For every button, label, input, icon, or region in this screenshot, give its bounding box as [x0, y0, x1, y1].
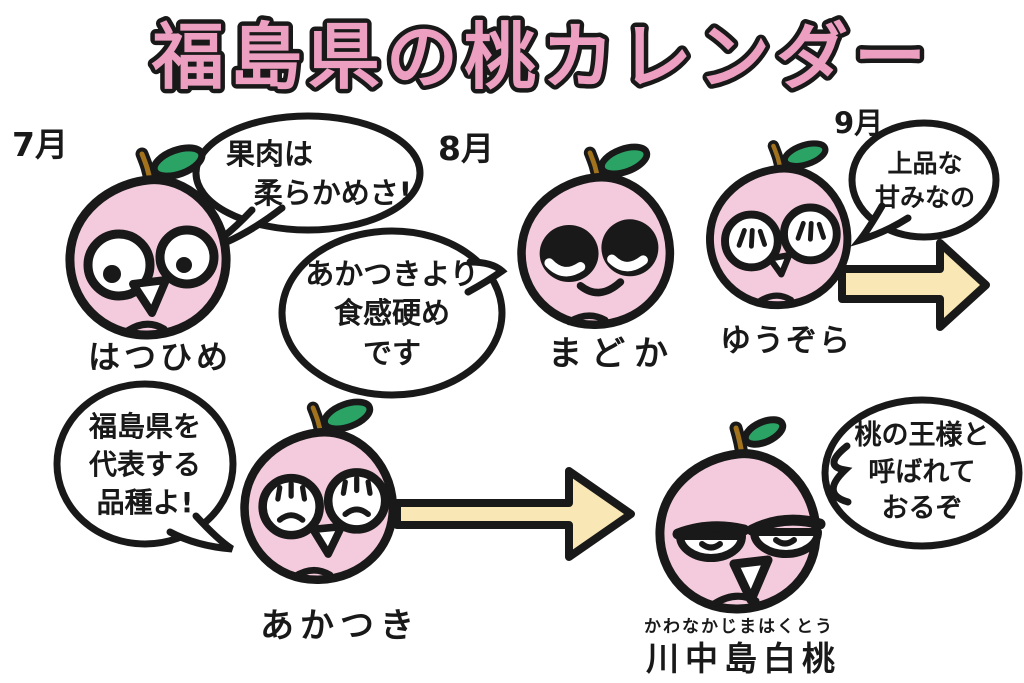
bubble-outline: [821, 396, 1023, 550]
eye-left-lashes: [275, 481, 308, 502]
mouth: [129, 276, 170, 317]
peach-name-madoka: まどか: [548, 334, 677, 374]
bubble-outline: [278, 227, 506, 399]
peach-furigana-kawanakajima: かわなかじまはくとう: [644, 617, 834, 637]
bubble-text-kawanakajima: 桃の王様と 呼ばれて おるぞ: [830, 410, 1014, 536]
bubble-line: 甘みなの: [874, 183, 975, 212]
peach-madoka: [517, 143, 675, 330]
eye-left-lid: [276, 512, 306, 523]
arrow-yuzora-forward: [838, 239, 990, 331]
month-label-august: 8月: [438, 129, 494, 168]
peach-name-kawanakajima: 川中島白桃: [646, 639, 841, 678]
mouth: [309, 522, 346, 558]
leaf-icon: [321, 398, 374, 433]
bottom-crease: [754, 292, 795, 306]
mouth: [729, 555, 773, 605]
bubble-line: 福島県を: [88, 410, 201, 444]
leaf-icon: [781, 140, 829, 170]
bottom-crease: [565, 312, 609, 326]
leaf-icon: [150, 144, 206, 180]
month-label-september: 9月: [834, 106, 884, 140]
bottom-crease: [122, 320, 168, 336]
peach-name-hatsuhime: はつひめ: [88, 338, 233, 376]
bubble-line: です: [362, 335, 421, 370]
speech-bubble-kawanakajima: [821, 396, 1023, 550]
bubble-line: 食感硬め: [333, 296, 450, 331]
bubble-line: 品種よ!: [96, 485, 194, 519]
mouth: [576, 278, 625, 297]
bubble-outline: [192, 112, 424, 234]
eye-left-highlight: [544, 258, 586, 277]
mouth: [766, 251, 793, 278]
page-title: 福島県の桃カレンダー: [151, 15, 932, 99]
bubble-tail: [850, 202, 912, 247]
eye-right-lashes: [340, 475, 373, 496]
bubble-line: 上品な: [887, 149, 963, 179]
bubble-text-yuzora: 上品な 甘みなの: [856, 134, 994, 228]
speech-bubble-madoka: [278, 227, 508, 399]
eye-right-lashes: [795, 220, 826, 242]
bubble-text-akatsuki: 福島県を 代表する 品種よ!: [60, 398, 230, 532]
pupil-right: [176, 257, 192, 273]
speech-bubble-yuzora: [848, 119, 1000, 247]
eye-right-lid: [746, 514, 826, 536]
eye-right-highlight: [607, 254, 648, 272]
arrow-akatsuki-to-kawanakajima: [393, 467, 635, 561]
bubble-line: 果肉は: [226, 136, 314, 171]
bubble-outline: [53, 380, 237, 548]
eye-left-lashes: [736, 227, 768, 249]
bubble-line: あかつきより: [305, 257, 479, 292]
pupil-right: [773, 537, 797, 547]
pupil-left: [103, 265, 121, 283]
eye-left-lid: [672, 521, 750, 540]
bubble-tail: [829, 442, 853, 506]
bubble-tail: [464, 258, 508, 296]
peach-hatsuhime: [65, 144, 231, 340]
bubble-line: 桃の王様と: [854, 420, 990, 452]
peach-akatsuki: [240, 398, 398, 585]
peach-yuzora: [706, 140, 852, 310]
bubble-line: 柔らかめさ!: [253, 176, 412, 210]
pupil-left: [699, 541, 723, 551]
eye-right: [155, 225, 219, 289]
bubble-outline: [848, 119, 1000, 241]
bubble-line: 代表する: [88, 448, 201, 482]
peach-kawanakajima: [655, 416, 826, 614]
eye-right-lid: [342, 506, 371, 518]
bubble-text-hatsuhime: 果肉は 柔らかめさ!: [208, 126, 414, 222]
arrow-right-icon: [393, 467, 635, 561]
arrow-right-icon: [838, 239, 990, 331]
peach-name-akatsuki: あかつき: [260, 606, 420, 646]
month-label-july: 7月: [12, 125, 68, 164]
peach-name-yuzora: ゆうぞら: [720, 323, 852, 359]
bubble-line: 呼ばれて: [868, 456, 976, 488]
leaf-icon: [741, 416, 787, 448]
bottom-crease: [290, 566, 334, 581]
bubble-tail: [166, 512, 234, 553]
bubble-line: おるぞ: [881, 493, 963, 525]
bubble-text-madoka: あかつきより 食感硬め です: [288, 250, 496, 378]
leaf-icon: [598, 143, 651, 178]
speech-bubble-akatsuki: [53, 380, 237, 553]
